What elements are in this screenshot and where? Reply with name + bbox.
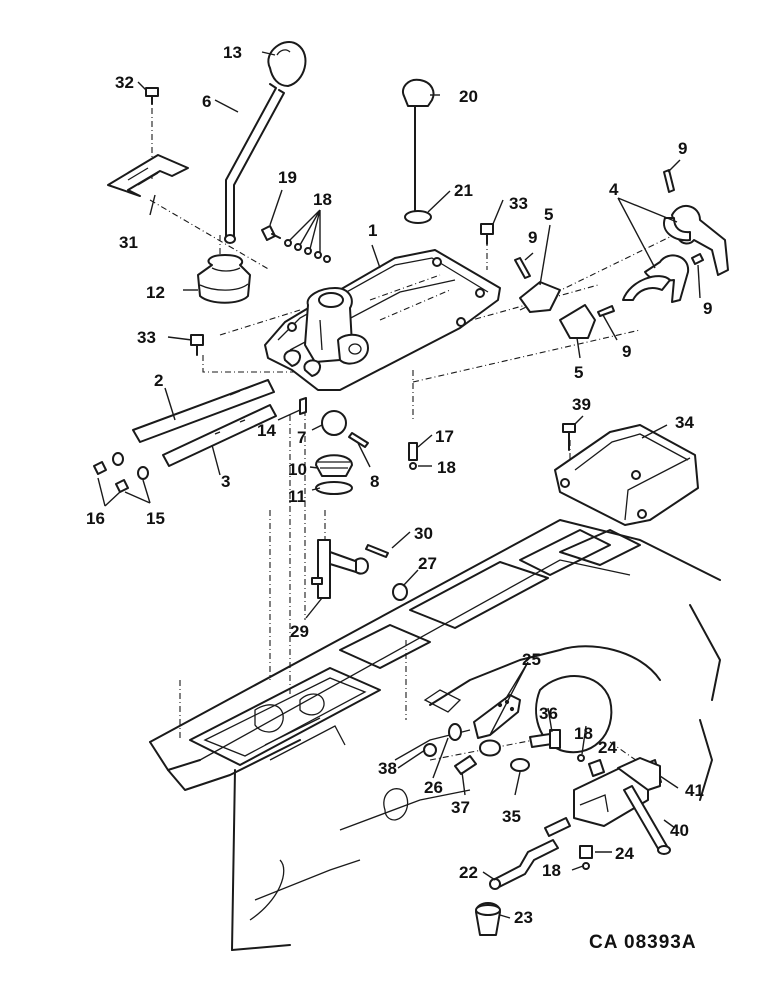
callout-19: 19	[278, 168, 297, 187]
transmission-housing	[149, 519, 721, 951]
callout-41: 41	[685, 781, 704, 800]
callout-21: 21	[454, 181, 473, 200]
callout-18-top: 18	[313, 190, 332, 209]
callout-14: 14	[257, 421, 276, 440]
callout-33-top: 33	[509, 194, 528, 213]
callout-30: 30	[414, 524, 433, 543]
callout-31: 31	[119, 233, 138, 252]
range-shift-parts	[423, 694, 671, 936]
callout-9-a: 9	[528, 228, 537, 247]
callout-39: 39	[572, 395, 591, 414]
top-hardware	[107, 78, 494, 356]
leader-lines	[97, 51, 701, 919]
callout-20: 20	[459, 87, 478, 106]
callout-2: 2	[154, 371, 163, 390]
callout-4: 4	[609, 180, 619, 199]
shifter-cover-plate	[264, 249, 501, 391]
callout-3: 3	[221, 472, 230, 491]
callout-37: 37	[451, 798, 470, 817]
callout-24-top: 24	[598, 738, 617, 757]
callout-8: 8	[370, 472, 379, 491]
callout-6: 6	[202, 92, 211, 111]
callout-11: 11	[288, 487, 306, 506]
callout-15: 15	[146, 509, 165, 528]
callout-29: 29	[290, 622, 309, 641]
callout-35: 35	[502, 807, 521, 826]
drawing-code: CA 08393A	[589, 932, 697, 953]
callout-1: 1	[368, 221, 377, 240]
callout-12: 12	[146, 283, 165, 302]
callout-34: 34	[675, 413, 694, 432]
housing-cover-34	[554, 423, 699, 526]
callout-23: 23	[514, 908, 533, 927]
callout-22: 22	[459, 863, 478, 882]
callout-9-c: 9	[703, 299, 712, 318]
callout-5-bottom: 5	[574, 363, 583, 382]
callout-26: 26	[424, 778, 443, 797]
callout-9-b: 9	[678, 139, 687, 158]
shift-rails-and-forks	[93, 169, 729, 495]
callout-9-d: 9	[622, 342, 631, 361]
callout-18-bottom: 18	[542, 861, 561, 880]
callout-10: 10	[288, 460, 307, 479]
callout-17: 17	[435, 427, 454, 446]
callout-5-top: 5	[544, 205, 553, 224]
callout-25: 25	[522, 650, 541, 669]
callout-18-right: 18	[574, 724, 593, 743]
callout-7: 7	[297, 428, 306, 447]
callout-16: 16	[86, 509, 105, 528]
callout-33-left: 33	[137, 328, 156, 347]
shift-lever-assembly	[197, 41, 307, 304]
boot-12	[197, 254, 251, 304]
callout-36: 36	[539, 704, 558, 723]
callout-38: 38	[378, 759, 397, 778]
callout-13: 13	[223, 43, 242, 62]
callout-24-bottom: 24	[615, 844, 634, 863]
knob-13	[267, 41, 307, 87]
callout-32: 32	[115, 73, 134, 92]
callout-18-mid: 18	[437, 458, 456, 477]
callout-27: 27	[418, 554, 437, 573]
callout-labels: 13 32 6 31 20 19 18 21 33 1 9 5 4 9 12 9…	[86, 43, 712, 953]
lower-lever-29	[311, 539, 408, 601]
callout-40: 40	[670, 821, 689, 840]
